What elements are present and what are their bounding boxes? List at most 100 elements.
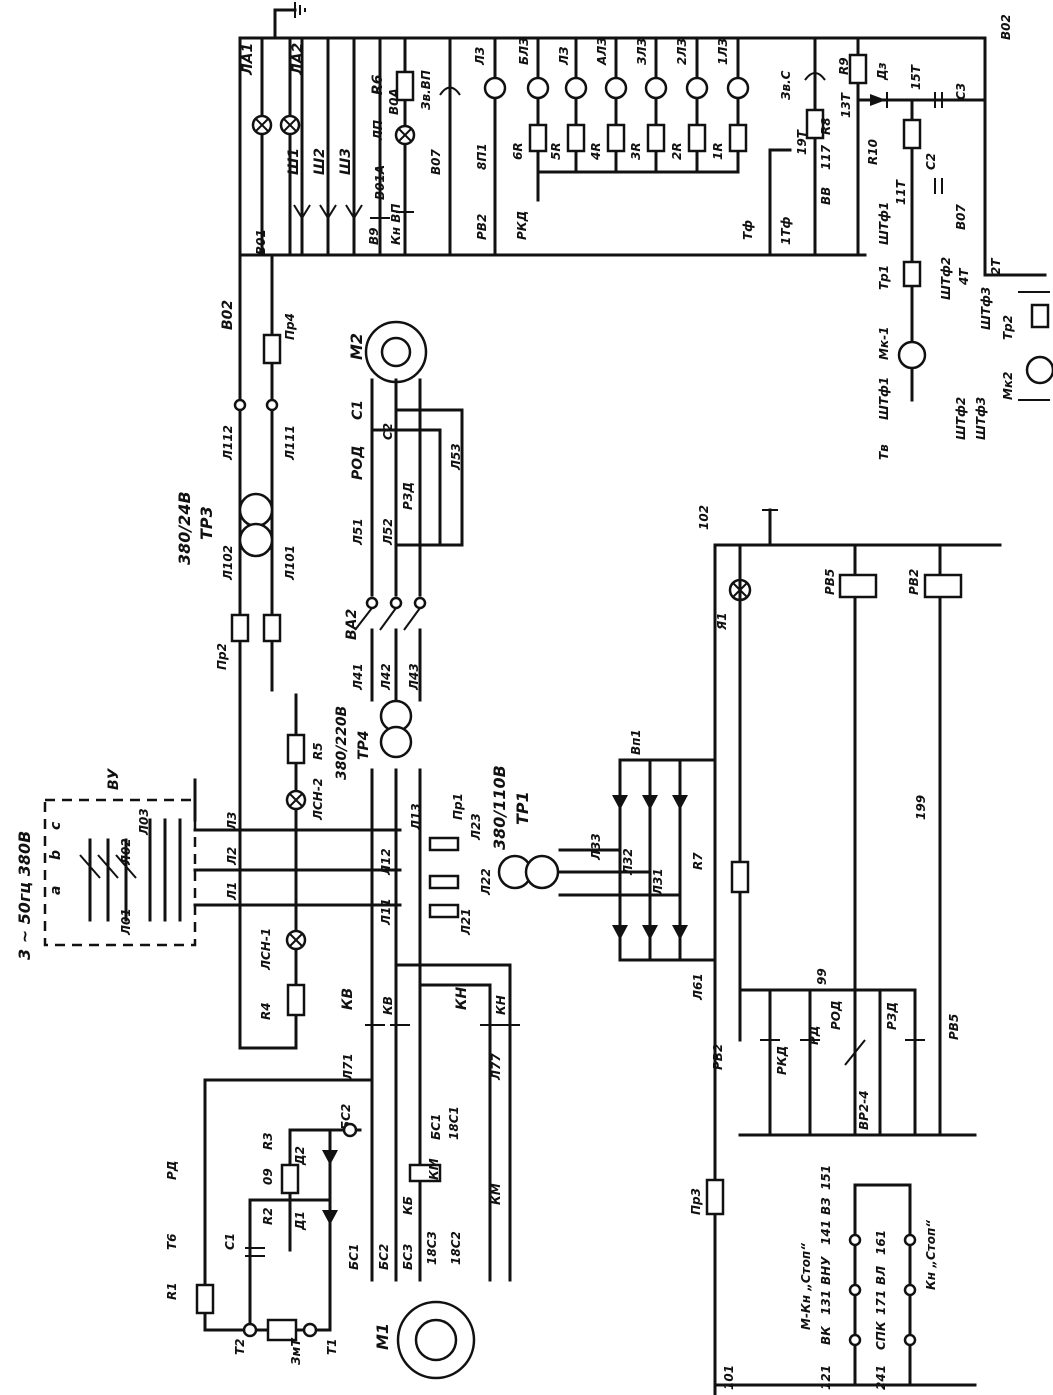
label-rv2-top: РВ2: [475, 214, 489, 240]
label-v0a: В0А: [387, 88, 401, 115]
label-2t: 2Т: [989, 258, 1003, 275]
label-l111: Л111: [283, 425, 297, 461]
label-kb: КБ: [401, 1196, 415, 1215]
label-tr3: ТР3: [197, 506, 216, 540]
label-stop2: Кн „Стоп“: [924, 1220, 938, 1290]
label-4t: 4Т: [957, 268, 971, 286]
label-101: 101: [722, 1365, 736, 1390]
label-ya1: Я1: [715, 612, 729, 631]
label-zvvp: Зв.ВП: [419, 70, 433, 110]
label-mk2: Мк2: [1001, 372, 1015, 400]
label-vl: ВЛ: [874, 1266, 888, 1285]
label-blz: БЛЗ: [517, 37, 531, 65]
label-241: 241: [874, 1365, 888, 1390]
label-lp: ЛП: [371, 120, 385, 141]
label-r10: R10: [866, 139, 880, 165]
label-l112: Л112: [221, 425, 235, 461]
label-v01: В01: [254, 229, 268, 255]
label-v01a: В01А: [373, 165, 387, 200]
label-v07: В07: [429, 149, 443, 175]
label-va2: ВА2: [344, 609, 360, 640]
label-shtf2: ШТф2: [939, 257, 953, 300]
label-l2: Л2: [225, 847, 239, 866]
label-zvs: Зв.С: [779, 70, 793, 100]
label-rv2-mid: РВ2: [711, 1044, 725, 1070]
label-t2: Т2: [233, 1338, 247, 1355]
label-rd: РД: [807, 1026, 821, 1045]
label-2lz: 2ЛЗ: [675, 38, 689, 65]
label-l23: Л23: [469, 813, 483, 841]
label-pr2: Пр2: [215, 643, 229, 670]
dc-control: Я1 R7 Л61 102 РВ5 РВ2 199 99 РВ2 РКД РД …: [691, 505, 1002, 1395]
label-knvp: Кн ВП: [389, 204, 403, 245]
label-shtf1: ШТф1: [877, 202, 891, 245]
label-117: 117: [819, 144, 833, 170]
label-11t: 11Т: [894, 179, 908, 205]
label-lsn2: ЛСН-2: [311, 778, 325, 821]
label-vz: ВЗ: [819, 1197, 833, 1215]
label-tf1: 1Тф: [779, 216, 793, 245]
label-131: 131: [819, 1290, 833, 1315]
label-mk1: Мк-1: [877, 327, 891, 360]
label-tr1-ratio: 380/110В: [490, 765, 509, 850]
label-tr1-top: Тр1: [877, 265, 891, 290]
label-rkd: РКД: [775, 1046, 789, 1075]
label-l02: Л02: [119, 838, 133, 866]
label-rzd-dc: РЗД: [885, 1002, 899, 1030]
label-5r: 5R: [549, 142, 563, 160]
label-l31: Л31: [651, 868, 665, 896]
label-102: 102: [697, 505, 711, 530]
label-t6: Т6: [165, 1233, 179, 1250]
label-l33: Л33: [589, 833, 603, 861]
label-l3: Л3: [225, 812, 239, 831]
label-km-2: КМ: [489, 1183, 503, 1205]
label-121: 121: [819, 1365, 833, 1390]
label-r3: R3: [261, 1132, 275, 1150]
label-151: 151: [819, 1165, 833, 1190]
m1-circuit: КВ КВ КН КН Л71 Л77 БС2 БС1 18С1 КМ КБ К…: [339, 768, 520, 1380]
label-171: 171: [874, 1290, 888, 1315]
label-vu: ВУ: [106, 767, 122, 790]
label-km: КМ: [427, 1158, 441, 1180]
label-v02-right: В02: [999, 14, 1013, 40]
label-13t: 13Т: [839, 92, 853, 118]
label-l3-top: Л3: [473, 47, 487, 66]
brake-circuit: РД R1 Т6 С1 R2 09 R3 Д1 Д2 Т1 Т2 ЗмТ: [165, 1078, 374, 1365]
m2-circuit: М2 С1 С2 РОД РЗД Л51 Л52 Л53 ВА2 Л41 Л42…: [334, 320, 464, 780]
label-phase-a: a: [48, 886, 64, 895]
label-tr2: Тр2: [1001, 315, 1015, 340]
label-l01: Л01: [119, 908, 133, 936]
label-rkd-top: РКД: [515, 211, 529, 240]
label-vk: ВК: [819, 1325, 833, 1345]
label-kv-2: КВ: [381, 996, 395, 1015]
label-tf: Тф: [741, 220, 755, 240]
label-l53: Л53: [449, 443, 463, 471]
label-bs1: БС1: [429, 1114, 443, 1140]
label-vnu: ВНУ: [819, 1256, 833, 1285]
label-15t: 15Т: [909, 64, 923, 90]
v02-feed: В02 Пр4 Л112 Л111 380/24В ТР3 Л102 Л101 …: [175, 253, 297, 692]
label-r8: R8: [819, 117, 833, 135]
label-l77: Л77: [489, 1053, 503, 1081]
label-18s3: 18С3: [425, 1231, 439, 1265]
label-c2-node: С2: [381, 423, 395, 440]
label-l32: Л32: [621, 848, 635, 876]
label-spk: СПК: [874, 1320, 888, 1350]
label-shtf1-b: ШТф1: [877, 377, 891, 420]
label-shtf2-b: ШТф2: [954, 397, 968, 440]
label-v9: В9: [367, 228, 381, 246]
label-l71: Л71: [341, 1053, 355, 1081]
rectifier: 380/110В ТР1 Вп1 Л33 Л32 Л31: [490, 729, 717, 962]
label-r5: R5: [311, 742, 325, 760]
label-sh3: Ш3: [338, 148, 354, 175]
label-4r: 4R: [589, 142, 603, 161]
label-l43: Л43: [407, 663, 421, 691]
label-zmt: ЗмТ: [289, 1338, 303, 1365]
label-m1: М1: [373, 1323, 392, 1350]
label-l11: Л11: [379, 898, 393, 926]
label-rv2: РВ2: [907, 569, 921, 595]
label-1r: 1R: [711, 142, 725, 160]
label-la1: ЛА1: [240, 43, 256, 76]
label-rod-dc: РОД: [829, 1000, 843, 1030]
